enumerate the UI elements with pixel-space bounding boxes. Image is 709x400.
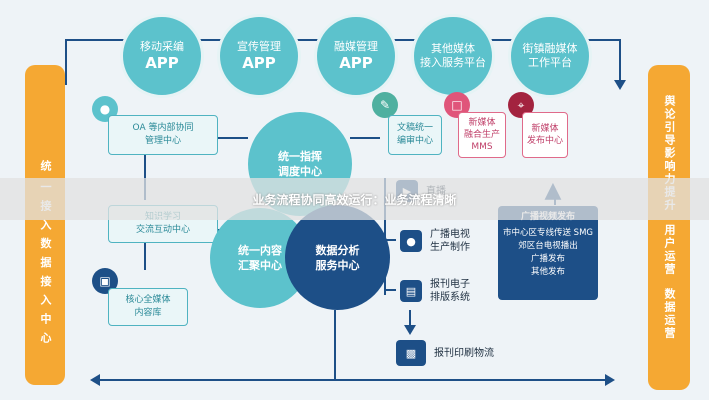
editor-center-box[interactable]: 文稿统一 编审中心: [388, 115, 442, 155]
print-logistics-item[interactable]: ▩ 报刊印刷物流: [396, 340, 494, 366]
caption-text: 业务流程协同高效运行：业务流程清晰: [252, 192, 457, 207]
editor-center-label: 文稿统一 编审中心: [396, 123, 433, 146]
broadcast-publish-panel[interactable]: 广播视频发布 市中心区专线传送 SMG 郊区台电视播出 广播发布 其他发布: [498, 206, 598, 300]
broadcast-line: 市中心区专线传送 SMG: [502, 228, 594, 238]
paper-layout-item[interactable]: ▤ 报刊电子 排版系统: [400, 278, 470, 304]
tv-production-item[interactable]: ● 广播电视 生产制作: [400, 228, 470, 254]
tv-production-label: 广播电视 生产制作: [430, 229, 470, 253]
app-sub: 工作平台: [528, 56, 572, 69]
app-sub: APP: [145, 54, 179, 72]
oa-center-box[interactable]: OA 等内部协同 管理中心: [108, 115, 218, 155]
oa-center-label: OA 等内部协同 管理中心: [132, 123, 194, 146]
broadcast-line: 郊区台电视播出: [518, 241, 578, 251]
newmedia-publish-label: 新媒体 发布中心: [526, 124, 563, 146]
app-label: 移动采编: [140, 40, 184, 53]
broadcast-line: 其他发布: [530, 267, 565, 277]
analysis-center-label: 数据分析 服务中心: [315, 243, 360, 272]
app-street-media[interactable]: 街镇融媒体 工作平台: [508, 14, 592, 98]
broadcast-line: 广播发布: [530, 254, 565, 264]
analysis-center-circle[interactable]: 数据分析 服务中心: [285, 205, 390, 310]
right-bar-text-3: 数据运营: [663, 288, 676, 340]
left-bar-top: 统: [39, 160, 52, 173]
content-center-label: 统一内容 汇聚中心: [238, 244, 282, 272]
newmedia-publish-box[interactable]: 新媒体 发布中心: [522, 112, 568, 158]
app-publicity[interactable]: 宣传管理 APP: [217, 14, 301, 98]
pencil-icon: ✎: [372, 92, 398, 118]
core-library-label: 核心全媒体 内容库: [125, 295, 171, 318]
left-bar-text: 一 接 入 数 据 接 入 中 心: [39, 181, 52, 345]
newmedia-production-box[interactable]: 新媒体 融合生产 MMS: [458, 112, 506, 158]
newmedia-production-label: 新媒体 融合生产 MMS: [463, 118, 500, 152]
app-label: 其他媒体: [431, 42, 475, 55]
left-access-bar: 统 一 接 入 数 据 接 入 中 心: [25, 65, 65, 385]
app-sub: 接入服务平台: [420, 56, 486, 69]
broadcast-icon: ⌖: [508, 92, 534, 118]
truck-icon: ▩: [396, 340, 426, 366]
app-label: 宣传管理: [237, 40, 281, 53]
newspaper-icon: ▤: [400, 280, 422, 302]
print-logistics-label: 报刊印刷物流: [434, 347, 494, 359]
paper-layout-label: 报刊电子 排版系统: [430, 279, 470, 303]
right-bar-text-2: 用户运营: [663, 224, 676, 276]
app-label: 街镇融媒体: [522, 42, 578, 55]
dispatch-center-label: 统一指挥 调度中心: [278, 150, 322, 178]
app-sub: APP: [242, 54, 276, 72]
app-media-mgmt[interactable]: 融媒管理 APP: [314, 14, 398, 98]
caption-banner: 业务流程协同高效运行：业务流程清晰: [0, 178, 709, 220]
core-library-box[interactable]: 核心全媒体 内容库: [108, 288, 188, 326]
right-operations-bar: 舆论引导影响力提升 用户运营 数据运营: [648, 65, 690, 390]
app-label: 融媒管理: [334, 40, 378, 53]
app-sub: APP: [339, 54, 373, 72]
app-other-media[interactable]: 其他媒体 接入服务平台: [411, 14, 495, 98]
camera-icon: ●: [400, 230, 422, 252]
app-mobile-editing[interactable]: 移动采编 APP: [120, 14, 204, 98]
